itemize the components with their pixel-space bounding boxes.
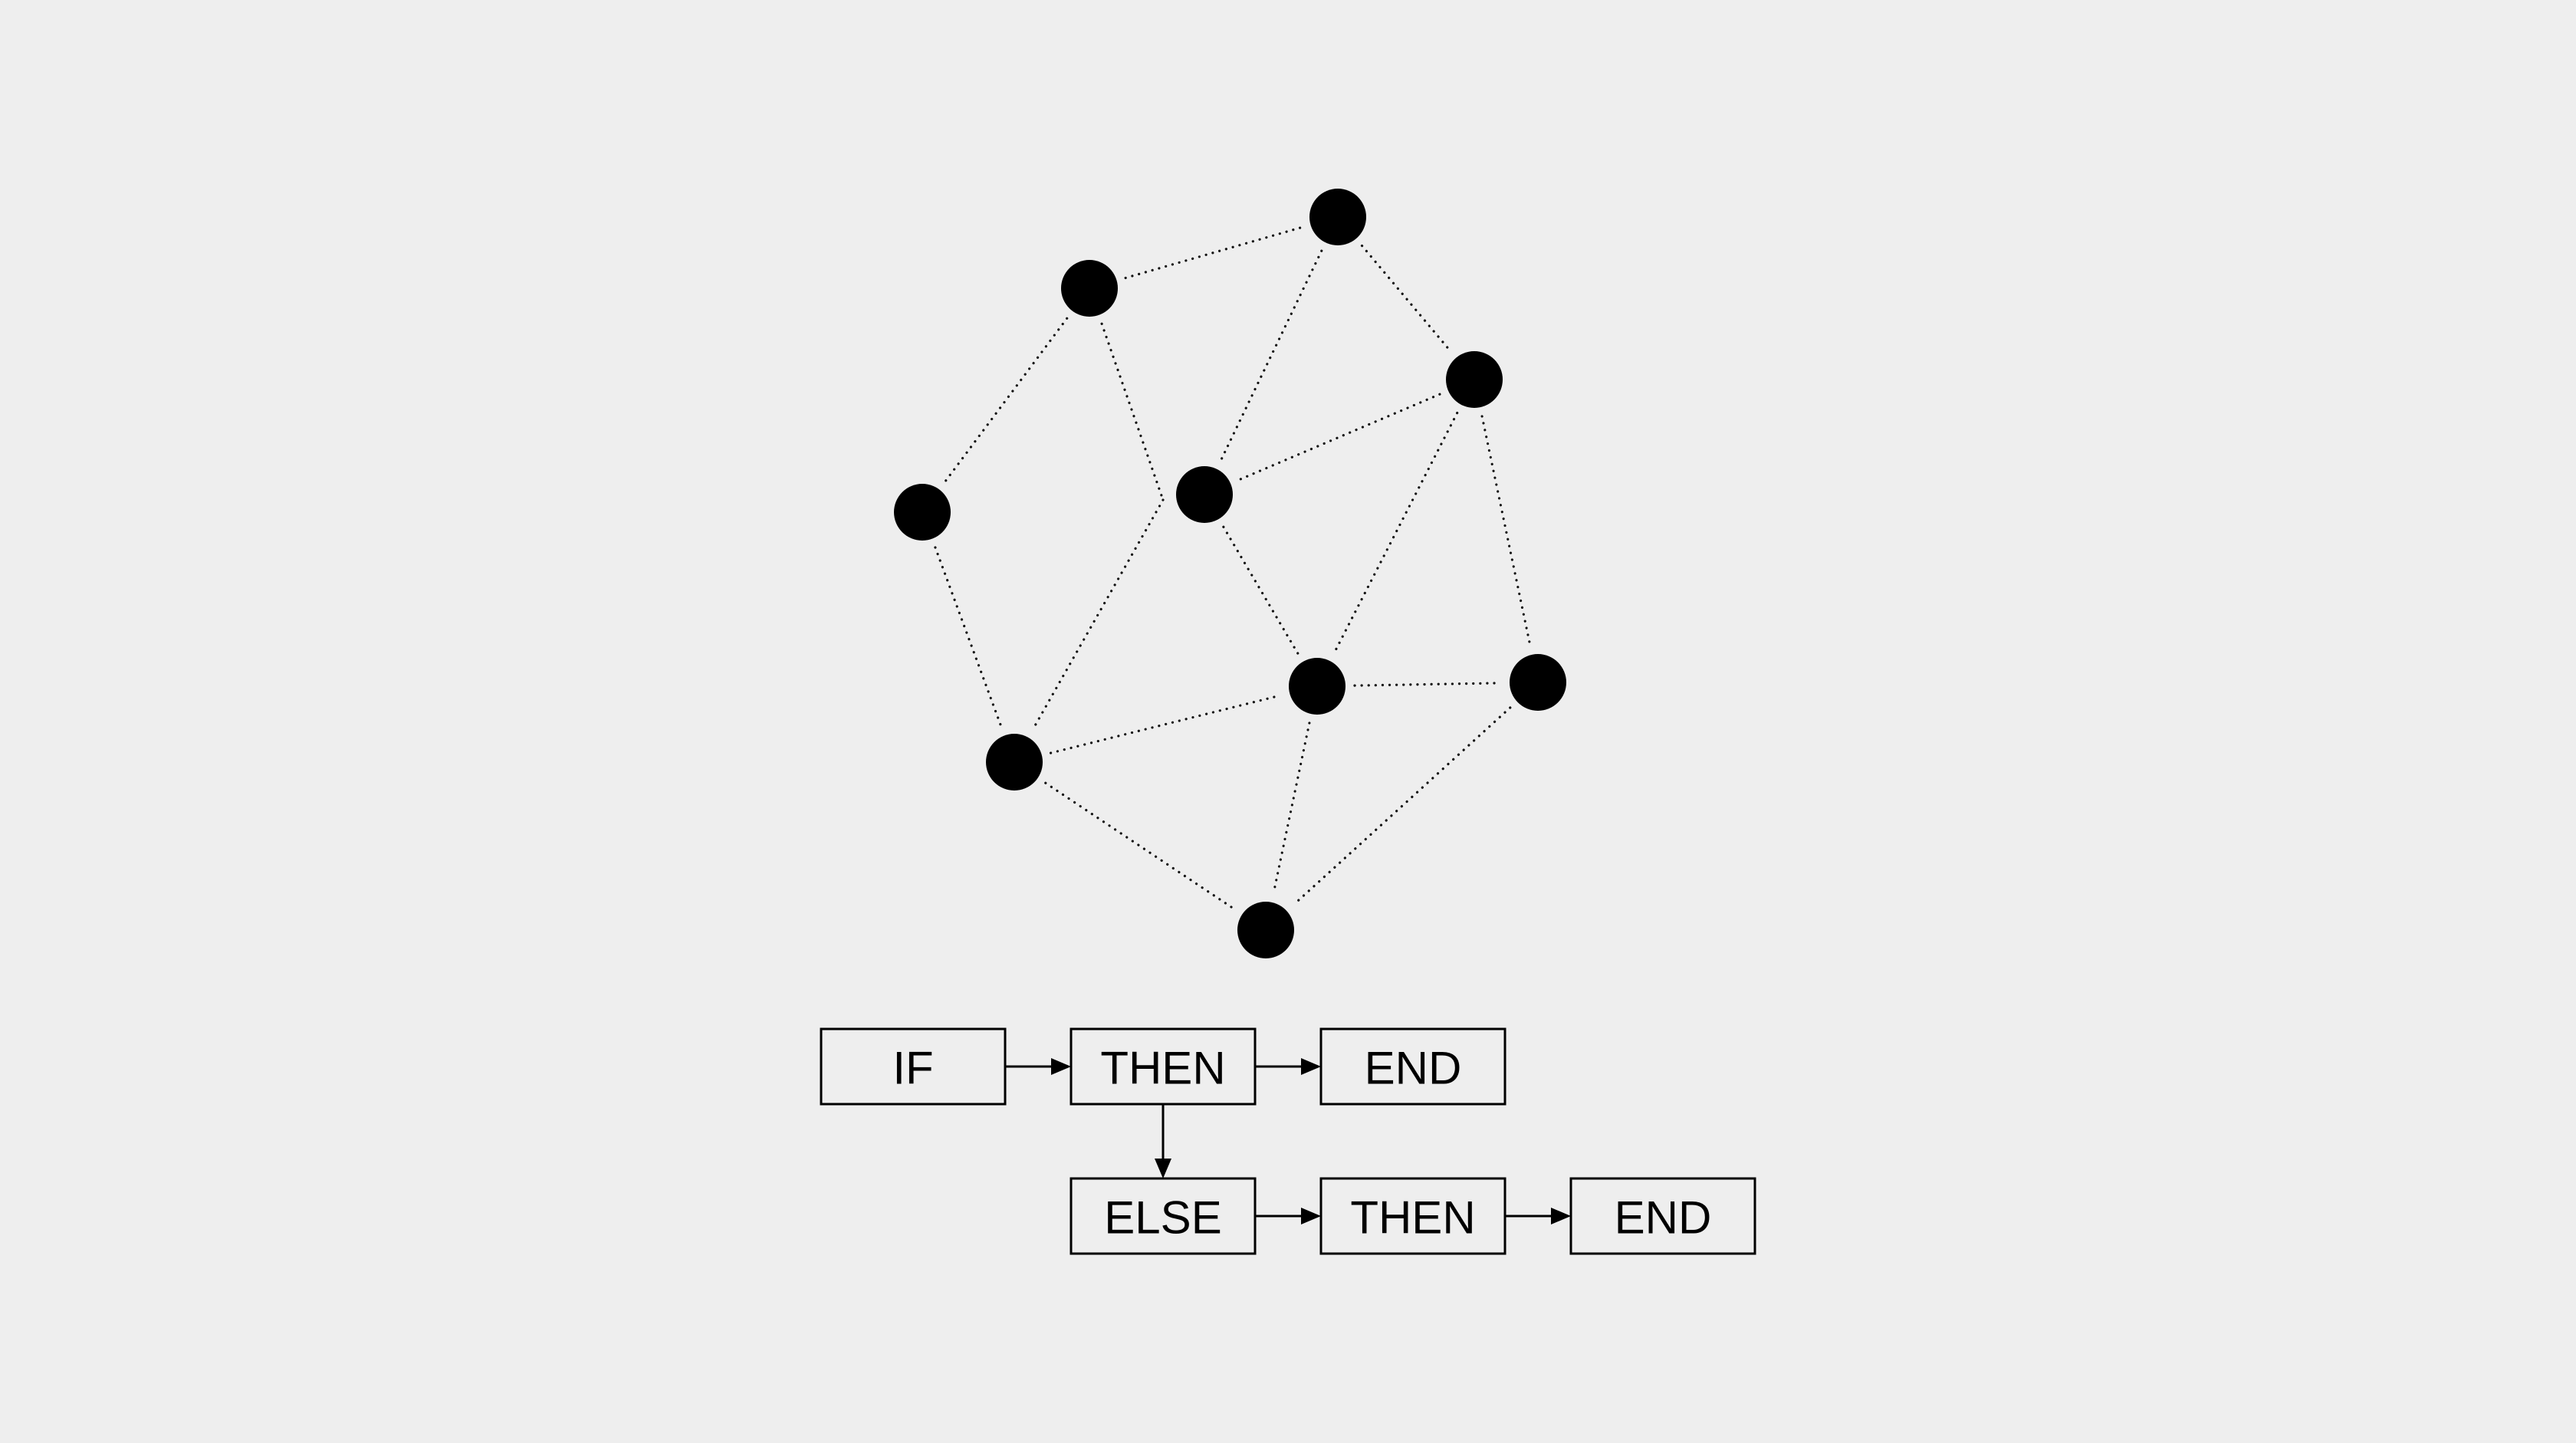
flow-box-end-2-label: END [1615,1192,1712,1244]
flow-box-else-label: ELSE [1104,1192,1221,1244]
flow-box-end-1-frame [1319,1027,1506,1106]
flow-box-if-label: IF [892,1043,933,1094]
graph-edge [1360,244,1452,353]
graph-edge [934,546,1003,728]
graph-node [1237,902,1294,958]
graph-node [1446,351,1503,408]
flow-box-then-2-label: THEN [1350,1192,1475,1244]
arrowhead-icon [1051,1058,1071,1075]
graph-edge [1332,412,1459,654]
graph-node [1176,466,1233,523]
flow-box-if-frame [820,1027,1007,1106]
graph-edge [1353,682,1502,687]
flow-box-end-2: END [1569,1177,1756,1255]
graph-edge [943,317,1069,484]
graph-node [986,734,1043,791]
graph-edge [1219,249,1323,462]
flow-boxes: IF THEN END ELSE THEN END [820,1027,1756,1255]
if-then-else-flowchart: IF THEN END ELSE THEN END [820,1027,1756,1255]
flow-box-then-1-frame [1070,1027,1257,1106]
flow-arrows [1005,1058,1571,1224]
flow-box-then-2: THEN [1319,1177,1506,1255]
graph-nodes [894,189,1566,958]
graph-edge [1044,781,1236,911]
graph-node [1309,189,1366,245]
graph-edge [1237,393,1441,482]
graph-edge [1222,525,1300,656]
flow-box-end-1: END [1319,1027,1506,1106]
flow-box-end-1-label: END [1365,1043,1462,1094]
flow-box-then-1: THEN [1070,1027,1257,1106]
flow-box-else-frame [1070,1177,1257,1255]
graph-edge [1124,225,1303,280]
graph-edge [1292,706,1512,906]
arrowhead-icon [1301,1208,1321,1224]
graph-node [894,484,951,541]
graph-edges [934,225,1532,911]
graph-edge [1031,498,1165,731]
flow-box-end-2-frame [1569,1177,1756,1255]
graph-edge [1049,694,1283,754]
graph-edge [1272,722,1311,895]
arrowhead-icon [1155,1159,1171,1178]
graph-node [1289,658,1346,715]
graph-node [1510,654,1566,711]
flow-box-else: ELSE [1070,1177,1257,1255]
graph-node [1061,260,1118,317]
graph-edge [1100,322,1165,501]
flow-box-then-1-label: THEN [1100,1043,1225,1094]
arrowhead-icon [1301,1058,1321,1075]
graph-edge [1480,415,1532,647]
flow-box-then-2-frame [1319,1177,1506,1255]
arrowhead-icon [1551,1208,1571,1224]
flow-box-if: IF [820,1027,1007,1106]
